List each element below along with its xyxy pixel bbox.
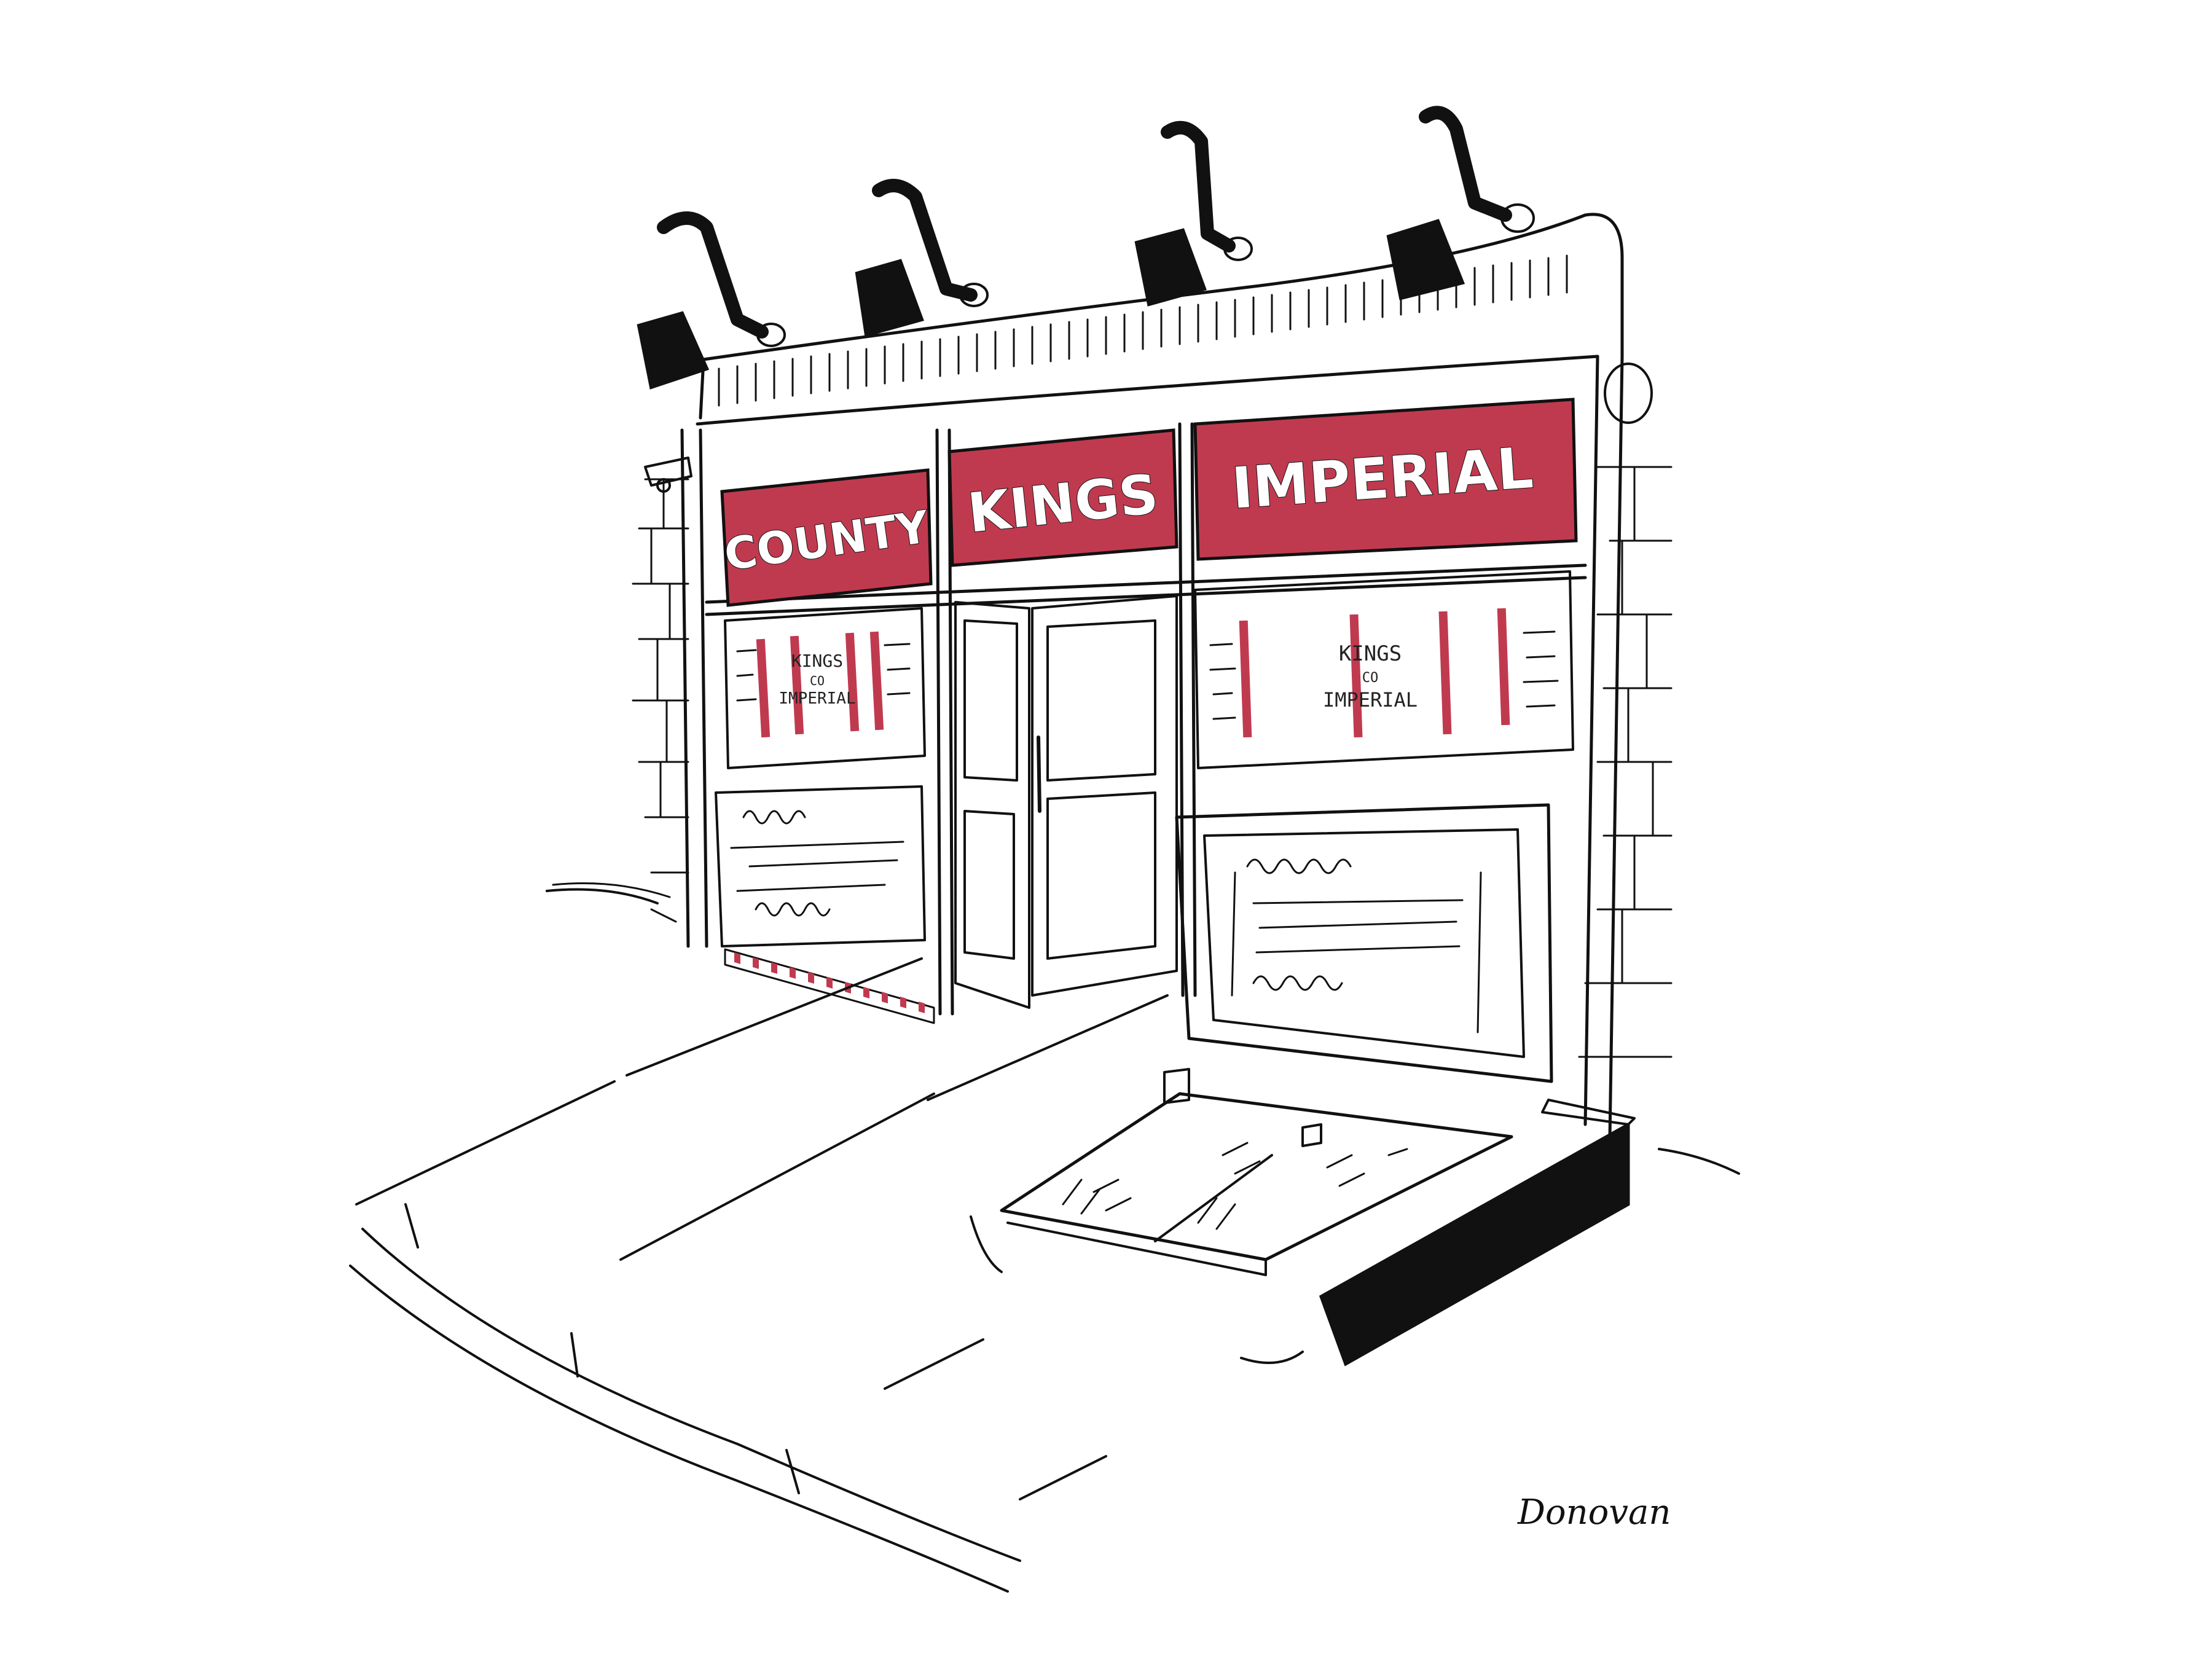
gooseneck-lamp-2 [855,179,978,337]
brick-wall-left [552,478,689,923]
gooseneck-lamp-3 [1134,120,1236,307]
sidewalk-lines [349,888,1740,1593]
gooseneck-lamp-1 [637,211,769,390]
window-right-lower [1175,803,1553,1083]
window-right-line2: CO [1362,670,1379,686]
sign-kings: KINGS [947,428,1179,567]
window-right-upper: KINGS CO IMPERIAL [1194,570,1574,769]
window-left-line2: CO [810,673,825,688]
window-left-line3: IMPERIAL [779,689,855,708]
lamp-mounts [756,203,1535,347]
artist-signature: Donovan [1517,1492,1671,1532]
window-right-line3: IMPERIAL [1323,688,1418,712]
gooseneck-lamp-4 [1386,106,1512,300]
window-left-line1: KINGS [791,651,843,671]
stoop-base-block [1319,1099,1636,1367]
sign-imperial: IMPERIAL [1193,398,1578,561]
window-right-line1: KINGS [1339,641,1402,666]
window-left-lower [715,785,926,947]
security-camera-icon [644,457,692,493]
cellar-doors [1000,1068,1513,1276]
window-left-upper: KINGS CO IMPERIAL [724,607,926,769]
entrance-door-right [1031,595,1178,997]
entrance-door-left [954,601,1030,1009]
wall-fixture-icon [1604,363,1653,424]
sign-county: COUNTY [720,468,933,607]
cornice-dentils [718,254,1568,407]
window-left-sill-bricks [724,948,935,1024]
brick-wall-right [1578,466,1673,1058]
